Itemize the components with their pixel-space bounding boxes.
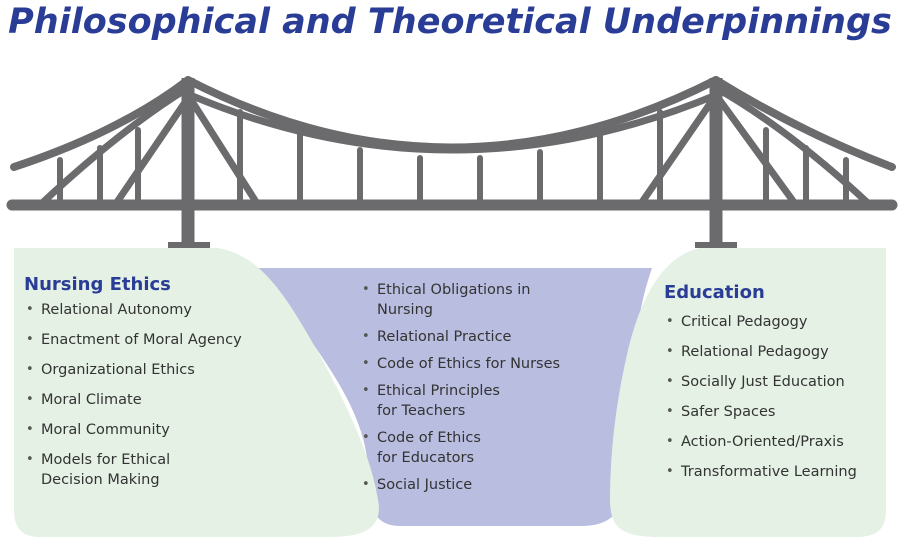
brace-left xyxy=(111,91,262,209)
nursing-ethics-panel: Nursing Ethics Relational Autonomy Enact… xyxy=(24,274,242,500)
list-item: Relational Autonomy xyxy=(24,300,242,320)
list-item-text-line2: Decision Making xyxy=(41,472,160,488)
main-cable-center xyxy=(184,76,720,152)
diagram-title: Philosophical and Theoretical Underpinni… xyxy=(8,2,892,42)
tower-footing-right xyxy=(695,242,737,248)
list-item: Transformative Learning xyxy=(664,462,857,482)
list-item: Enactment of Moral Agency xyxy=(24,330,242,350)
list-item: Safer Spaces xyxy=(664,402,857,422)
list-item: Moral Climate xyxy=(24,390,242,410)
list-item-text: Ethical Principles xyxy=(377,383,500,399)
list-item: Organizational Ethics xyxy=(24,360,242,380)
list-item: Ethical Principles for Teachers xyxy=(360,381,560,421)
list-item-text-line2: Nursing xyxy=(377,302,433,318)
list-item-text: Socially Just Education xyxy=(681,374,845,390)
list-item-text-line2: for Educators xyxy=(377,450,475,466)
list-item-text: Critical Pedagogy xyxy=(681,314,808,330)
list-item-text: Action-Oriented/Praxis xyxy=(681,434,844,450)
main-cable-right xyxy=(712,76,896,171)
list-item: Code of Ethics for Nurses xyxy=(360,354,560,374)
list-item-text: Code of Ethics xyxy=(377,430,481,446)
list-item-text: Enactment of Moral Agency xyxy=(41,332,242,348)
list-item-text: Moral Community xyxy=(41,422,170,438)
list-item-text-line2: for Teachers xyxy=(377,403,466,419)
hangers xyxy=(57,109,849,208)
list-item-text: Moral Climate xyxy=(41,392,142,408)
education-list: Critical Pedagogy Relational Pedagogy So… xyxy=(664,312,857,482)
tower-footing-left xyxy=(168,242,210,248)
list-item-text: Relational Practice xyxy=(377,329,512,345)
bridge xyxy=(6,76,898,246)
shared-list: Ethical Obligations in Nursing Relational… xyxy=(360,280,560,495)
arch-right xyxy=(712,84,874,209)
list-item: Relational Practice xyxy=(360,327,560,347)
list-item: Socially Just Education xyxy=(664,372,857,392)
list-item-text: Social Justice xyxy=(377,477,473,493)
list-item-text: Organizational Ethics xyxy=(41,362,195,378)
arch-center xyxy=(186,91,720,154)
list-item-text: Code of Ethics for Nurses xyxy=(377,356,561,372)
list-item: Social Justice xyxy=(360,475,560,495)
nursing-ethics-heading: Nursing Ethics xyxy=(24,274,171,295)
main-cable-left xyxy=(10,76,192,171)
list-item-text: Ethical Obligations in xyxy=(377,282,531,298)
nursing-ethics-list: Relational Autonomy Enactment of Moral A… xyxy=(24,300,242,490)
list-item: Code of Ethics for Educators xyxy=(360,428,560,468)
list-item: Moral Community xyxy=(24,420,242,440)
list-item-text: Relational Pedagogy xyxy=(681,344,829,360)
shared-panel: Ethical Obligations in Nursing Relational… xyxy=(360,280,560,502)
list-item-text: Models for Ethical xyxy=(41,452,171,468)
list-item-text: Transformative Learning xyxy=(681,464,857,480)
education-panel: Education Critical Pedagogy Relational P… xyxy=(664,282,857,492)
list-item: Ethical Obligations in Nursing xyxy=(360,280,560,320)
list-item: Critical Pedagogy xyxy=(664,312,857,332)
education-heading: Education xyxy=(664,282,765,303)
list-item-text: Safer Spaces xyxy=(681,404,776,420)
list-item: Relational Pedagogy xyxy=(664,342,857,362)
list-item-text: Relational Autonomy xyxy=(41,302,192,318)
brace-right xyxy=(636,91,800,209)
list-item: Action-Oriented/Praxis xyxy=(664,432,857,452)
